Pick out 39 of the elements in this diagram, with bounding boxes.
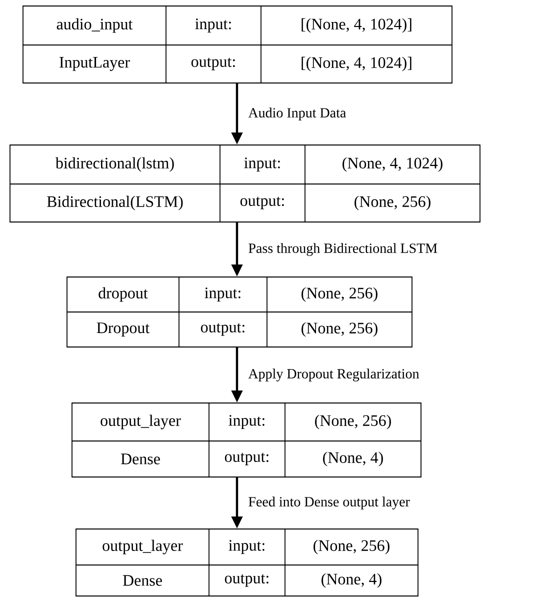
table-cell: input: (204, 288, 240, 302)
layer-table (10, 144, 480, 222)
table-cell: Dense (120, 454, 160, 464)
table-cell: (None, 256) (315, 414, 391, 430)
edge-label: Audio Input Data (248, 108, 346, 120)
table-cell: input: (228, 540, 264, 554)
table-cell: (None, 4) (322, 573, 382, 588)
table-cell: output_layer (100, 414, 181, 430)
table-cell: [(None, 4, 1024)] (302, 18, 412, 33)
table-cell: input: (244, 158, 280, 172)
edge-label: Apply Dropout Regularization (248, 368, 420, 382)
table-cell: audio_input (56, 18, 133, 33)
table-cell: (None, 256) (302, 287, 378, 302)
table-cell: [(None, 4, 1024)] (302, 56, 412, 72)
table-cell: Bidirectional(LSTM) (47, 196, 183, 210)
table-cell: output: (224, 574, 268, 587)
table-cell: (None, 256) (354, 196, 430, 210)
layer-table (66, 276, 412, 348)
layer-table (72, 402, 422, 478)
table-cell: output: (200, 323, 244, 336)
table-cell: (None, 4, 1024) (342, 157, 442, 172)
table-cell: dropout (98, 287, 148, 302)
table-cell: input: (195, 18, 231, 32)
table-cell: (None, 4) (323, 452, 383, 466)
table-cell: Dropout (96, 322, 150, 336)
edge-label: Feed into Dense output layer (248, 496, 410, 510)
table-cell: bidirectional(lstm) (55, 157, 174, 172)
edge-label: Pass through Bidirectional LSTM (248, 243, 438, 256)
table-cell: output_layer (102, 540, 183, 554)
table-cell: output: (191, 58, 235, 70)
table-cell: input: (228, 415, 264, 429)
layer-table (76, 528, 418, 596)
table-cell: Dense (122, 575, 162, 586)
layer-table (22, 6, 452, 84)
table-cell: (None, 256) (302, 322, 378, 337)
table-cell: output: (240, 196, 284, 210)
table-cell: InputLayer (60, 57, 130, 71)
table-cell: output: (224, 452, 268, 466)
table-cell: (None, 256) (314, 540, 390, 554)
